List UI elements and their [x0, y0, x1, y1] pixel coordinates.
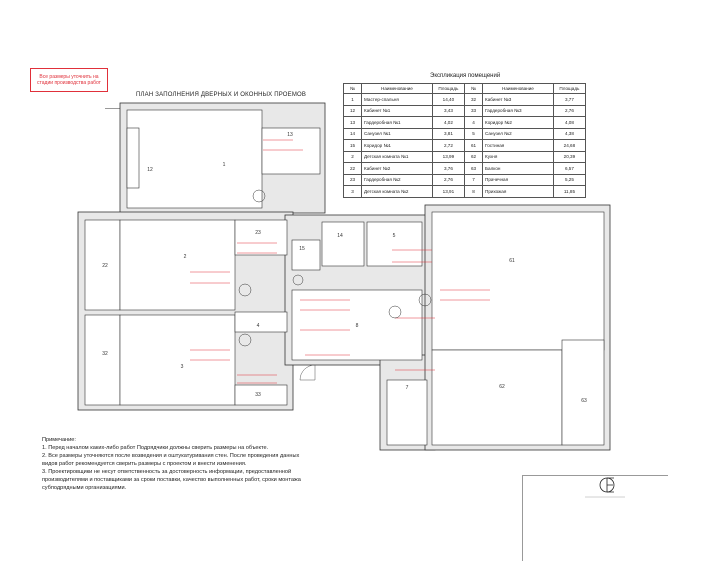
table-cell: Балкон	[482, 162, 554, 175]
room-label: 15	[299, 246, 305, 252]
note-line: субподрядными организациями.	[42, 485, 127, 491]
notes-block: Примечание: 1. Перед началом каких-либо …	[42, 436, 342, 492]
room-label: 14	[337, 233, 343, 239]
table-cell: 4	[463, 116, 484, 129]
room-label: 1	[223, 162, 226, 168]
table-cell: 14	[342, 127, 363, 140]
table-cell: Кухня	[482, 150, 554, 163]
table-cell: 5	[463, 127, 484, 140]
explication-title: Экспликация помещений	[430, 73, 501, 79]
col-header: Площадь	[552, 83, 587, 94]
table-cell: 23	[342, 173, 363, 186]
room-label: 62	[499, 384, 505, 390]
room-labels: 1 13 12 2 22 23 3 32 33 4 15 14 5 8 61 6…	[102, 132, 587, 404]
room-label: 7	[406, 385, 409, 391]
table-header-row: № Наименование Площадь № Наименование Пл…	[342, 83, 587, 94]
table-cell: 3	[342, 185, 363, 198]
table-cell: 5,25	[552, 173, 587, 186]
col-header: Площадь	[431, 83, 465, 94]
red-warning-note: Все размеры уточнить на стадии производс…	[30, 68, 108, 92]
room-label: 12	[147, 167, 153, 173]
table-cell: 63	[463, 162, 484, 175]
table-cell: 8	[463, 185, 484, 198]
table-cell: Кабинет №2	[361, 162, 433, 175]
table-cell: 6,57	[552, 162, 587, 175]
table-cell: 13,91	[431, 185, 465, 198]
room-label: 5	[393, 233, 396, 239]
red-note-line-1: Все размеры уточнить на	[39, 74, 99, 80]
table-cell: 3,76	[431, 162, 465, 175]
table-cell: 2,76	[431, 173, 465, 186]
room-label: 3	[181, 364, 184, 370]
col-header: №	[342, 83, 363, 94]
rooms	[84, 109, 605, 446]
table-cell: 2	[342, 150, 363, 163]
room-label: 2	[184, 254, 187, 260]
note-line: 3. Проектировщики не несут ответственнос…	[42, 469, 292, 475]
room-label: 22	[102, 263, 108, 269]
col-header: №	[463, 83, 484, 94]
table-cell: 62	[463, 150, 484, 163]
table-cell: 3,43	[431, 104, 465, 117]
table-cell: 32	[463, 93, 484, 106]
red-note-line-2: стадии производства работ	[37, 80, 101, 86]
note-line: видов работ рекомендуется сверить размер…	[42, 461, 247, 467]
table-cell: 4,38	[552, 127, 587, 140]
table-cell: Санузел №1	[361, 127, 433, 140]
room-label: 8	[356, 323, 359, 329]
table-cell: 11,85	[552, 185, 587, 198]
room-label: 61	[509, 258, 515, 264]
plan-title: ПЛАН ЗАПОЛНЕНИЯ ДВЕРНЫХ И ОКОННЫХ ПРОЕМО…	[136, 92, 307, 98]
door-swings	[190, 139, 490, 384]
note-line: 2. Все размеры уточняются после возведен…	[42, 453, 300, 459]
table-cell: 22	[342, 162, 363, 175]
table-cell: 24,68	[552, 139, 587, 152]
table-cell: 61	[463, 139, 484, 152]
note-line: 1. Перед началом каких-либо работ Подряд…	[42, 445, 269, 451]
logo-mark	[585, 477, 625, 498]
table-cell: 7	[463, 173, 484, 186]
title-block-stamp	[522, 475, 668, 561]
table-cell: 15	[342, 139, 363, 152]
room-label: 32	[102, 351, 108, 357]
table-cell: Детская комната №1	[361, 150, 433, 163]
table-cell: Гардеробная №2	[361, 173, 433, 186]
table-cell: 20,39	[552, 150, 587, 163]
room-label: 4	[257, 323, 260, 329]
room-label: 23	[255, 230, 261, 236]
explication-table: № Наименование Площадь № Наименование Пл…	[342, 83, 587, 198]
table-cell: Прихожая	[482, 185, 554, 198]
room-label: 33	[255, 392, 261, 398]
note-line: производителями и поставщиками за сроки …	[42, 477, 301, 483]
table-cell: 13,99	[431, 150, 465, 163]
table-cell: 2,72	[431, 139, 465, 152]
table-cell: 3,81	[431, 127, 465, 140]
notes-title: Примечание:	[42, 437, 76, 443]
room-label: 63	[581, 398, 587, 404]
room-label: 13	[287, 132, 293, 138]
